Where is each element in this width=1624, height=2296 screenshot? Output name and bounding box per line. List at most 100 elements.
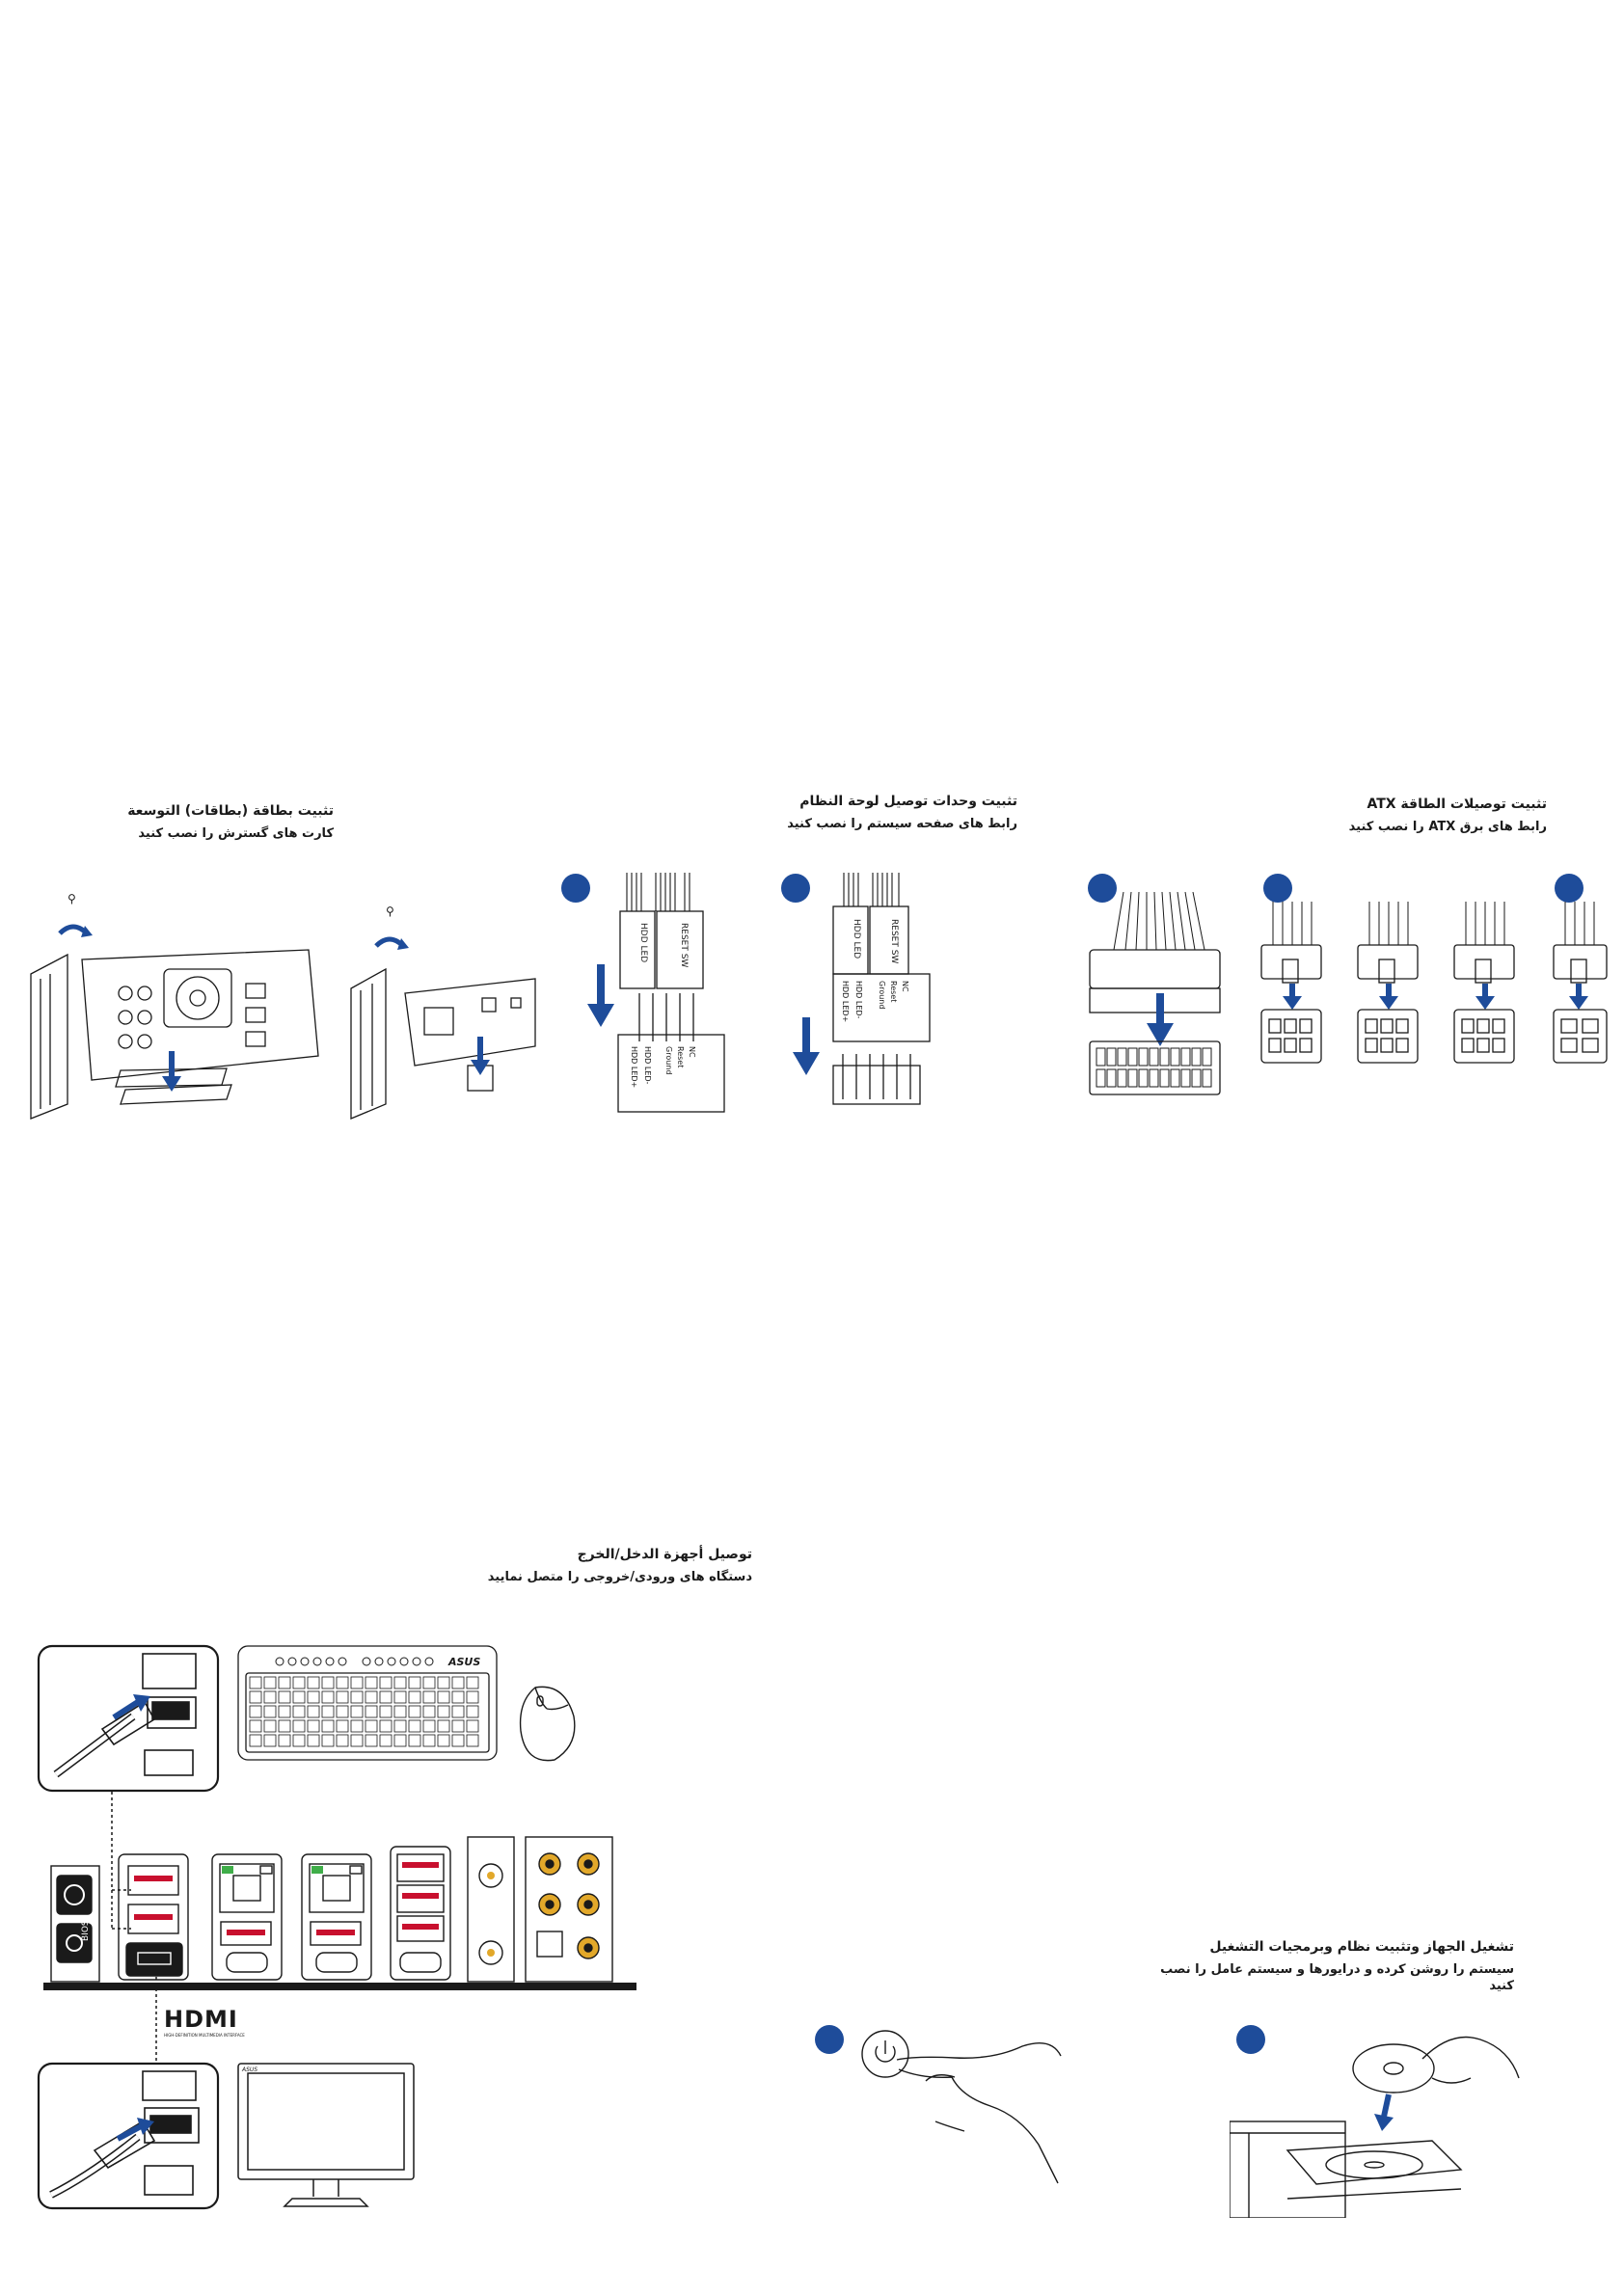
power-on-title-ar: تشغيل الجهاز وتثبيت نظام وبرمجيات التشغي… bbox=[1138, 1938, 1514, 1957]
keyboard-key bbox=[467, 1720, 478, 1732]
keyboard-key bbox=[380, 1706, 392, 1717]
callout-dotted-lines bbox=[96, 1784, 174, 2064]
keyboard-key bbox=[394, 1720, 406, 1732]
keyboard-key bbox=[279, 1677, 290, 1688]
power-on-step-1-marker bbox=[815, 2025, 844, 2054]
keyboard-key bbox=[423, 1735, 435, 1746]
pin-label-ground-2: Ground bbox=[878, 981, 886, 1009]
keyboard-key bbox=[438, 1720, 449, 1732]
monitor-brand-logo: ASUS bbox=[241, 2066, 257, 2073]
keyboard-key bbox=[279, 1735, 290, 1746]
pin-label-hdd-led-plus: HDD LED+ bbox=[630, 1046, 638, 1088]
hdmi-logo: HDMI HIGH-DEFINITION MULTIMEDIA INTERFAC… bbox=[164, 2008, 289, 2039]
keyboard-key bbox=[337, 1706, 348, 1717]
atx-step-2-marker bbox=[1263, 874, 1292, 903]
keyboard-key bbox=[337, 1720, 348, 1732]
keyboard-key bbox=[467, 1677, 478, 1688]
atx-step-3-marker bbox=[1555, 874, 1583, 903]
keyboard-key bbox=[467, 1735, 478, 1746]
keyboard-key bbox=[380, 1735, 392, 1746]
keyboard-key bbox=[250, 1706, 261, 1717]
keyboard-key bbox=[380, 1720, 392, 1732]
keyboard-key bbox=[365, 1677, 377, 1688]
pin-label-hdd-led-minus-2: HDD LED- bbox=[854, 981, 863, 1019]
power-button-finger-figure bbox=[858, 2015, 1070, 2189]
atx-4pin-figure bbox=[1546, 902, 1623, 1075]
pin-label-reset-sw-2: RESET SW bbox=[889, 919, 899, 963]
pin-label-reset-sw: RESET SW bbox=[679, 923, 689, 967]
keyboard-key bbox=[409, 1691, 420, 1703]
keyboard-key bbox=[365, 1735, 377, 1746]
keyboard-key bbox=[264, 1706, 276, 1717]
keyboard-key bbox=[380, 1691, 392, 1703]
pin-label-reset-2: Reset bbox=[889, 981, 898, 1002]
expansion-card-heading: تثبيت بطاقة (بطاقات) التوسعة کارت های گس… bbox=[96, 802, 334, 842]
keyboard-key bbox=[308, 1706, 319, 1717]
keyboard-key bbox=[279, 1691, 290, 1703]
bios-button-label: BIOS bbox=[81, 1920, 91, 1941]
keyboard-key bbox=[423, 1677, 435, 1688]
keyboard-key bbox=[351, 1735, 363, 1746]
keyboard-key bbox=[308, 1720, 319, 1732]
keyboard-key bbox=[337, 1677, 348, 1688]
keyboard-key bbox=[322, 1677, 334, 1688]
keyboard-key bbox=[308, 1735, 319, 1746]
monitor-figure: ASUS bbox=[236, 2062, 420, 2216]
keyboard-key bbox=[423, 1720, 435, 1732]
keyboard-key bbox=[351, 1706, 363, 1717]
keyboard-key bbox=[452, 1677, 464, 1688]
keyboard-key bbox=[394, 1706, 406, 1717]
atx-power-title-fa: رابط های برق ATX را نصب کنید bbox=[1273, 819, 1547, 836]
keyboard-key bbox=[250, 1677, 261, 1688]
mouse-figure bbox=[516, 1683, 583, 1765]
keyboard-key bbox=[452, 1691, 464, 1703]
svg-text:⚲: ⚲ bbox=[68, 892, 76, 905]
keyboard-key bbox=[438, 1691, 449, 1703]
keyboard-key bbox=[394, 1691, 406, 1703]
usb-plug-callout-figure bbox=[37, 1644, 220, 1794]
keyboard-key bbox=[467, 1691, 478, 1703]
keyboard-key bbox=[351, 1691, 363, 1703]
pin-label-hdd-led: HDD LED bbox=[638, 923, 648, 962]
keyboard-key bbox=[250, 1735, 261, 1746]
pin-label-hdd-led-plus-2: HDD LED+ bbox=[841, 981, 850, 1022]
keyboard-key bbox=[293, 1735, 305, 1746]
keyboard-key bbox=[452, 1735, 464, 1746]
keyboard-key bbox=[452, 1720, 464, 1732]
pin-label-hdd-led-2: HDD LED bbox=[852, 919, 861, 959]
hdmi-plug-callout-figure bbox=[37, 2062, 220, 2211]
keyboard-key bbox=[394, 1677, 406, 1688]
keyboard-key bbox=[467, 1706, 478, 1717]
expansion-small-card-figure: ⚲ bbox=[347, 902, 540, 1123]
keyboard-key bbox=[438, 1706, 449, 1717]
keyboard-key bbox=[365, 1691, 377, 1703]
front-panel-title-ar: تثبيت وحدات توصيل لوحة النظام bbox=[694, 793, 1017, 811]
keyboard-key bbox=[322, 1720, 334, 1732]
keyboard-key bbox=[264, 1720, 276, 1732]
keyboard-key bbox=[250, 1691, 261, 1703]
keyboard-key bbox=[322, 1735, 334, 1746]
keyboard-key bbox=[452, 1706, 464, 1717]
expansion-card-title-ar: تثبيت بطاقة (بطاقات) التوسعة bbox=[96, 802, 334, 821]
front-panel-connector-step2-figure: HDD LED RESET SW HDD LED+ HDD LED- Groun… bbox=[791, 873, 935, 1123]
keyboard-key bbox=[394, 1735, 406, 1746]
power-on-title-fa: سیستم را روشن کرده و درایورها و سیستم عا… bbox=[1138, 1961, 1514, 1995]
keyboard-key bbox=[293, 1720, 305, 1732]
keyboard-key bbox=[409, 1677, 420, 1688]
keyboard-key bbox=[351, 1720, 363, 1732]
front-panel-heading: تثبيت وحدات توصيل لوحة النظام رابط های ص… bbox=[694, 793, 1017, 832]
atx-power-title-ar: تثبيت توصيلات الطاقة ATX bbox=[1273, 796, 1547, 814]
keyboard-key bbox=[337, 1735, 348, 1746]
hdmi-logo-text: HDMI bbox=[164, 2008, 238, 2033]
keyboard-key bbox=[438, 1735, 449, 1746]
front-panel-title-fa: رابط های صفحه سیستم را نصب کنید bbox=[694, 816, 1017, 833]
io-devices-heading: توصيل أجهزة الدخل/الخرج دستگاه های ورودی… bbox=[463, 1546, 752, 1585]
keyboard-key bbox=[293, 1677, 305, 1688]
keyboard-key bbox=[365, 1706, 377, 1717]
atx-8pin-figure-2 bbox=[1350, 902, 1427, 1075]
io-devices-title-ar: توصيل أجهزة الدخل/الخرج bbox=[463, 1546, 752, 1564]
keyboard-key bbox=[264, 1735, 276, 1746]
pin-label-nc-2: NC bbox=[901, 981, 909, 992]
hdmi-logo-tagline: HIGH-DEFINITION MULTIMEDIA INTERFACE bbox=[164, 2033, 245, 2038]
atx-24pin-figure bbox=[1085, 892, 1230, 1123]
